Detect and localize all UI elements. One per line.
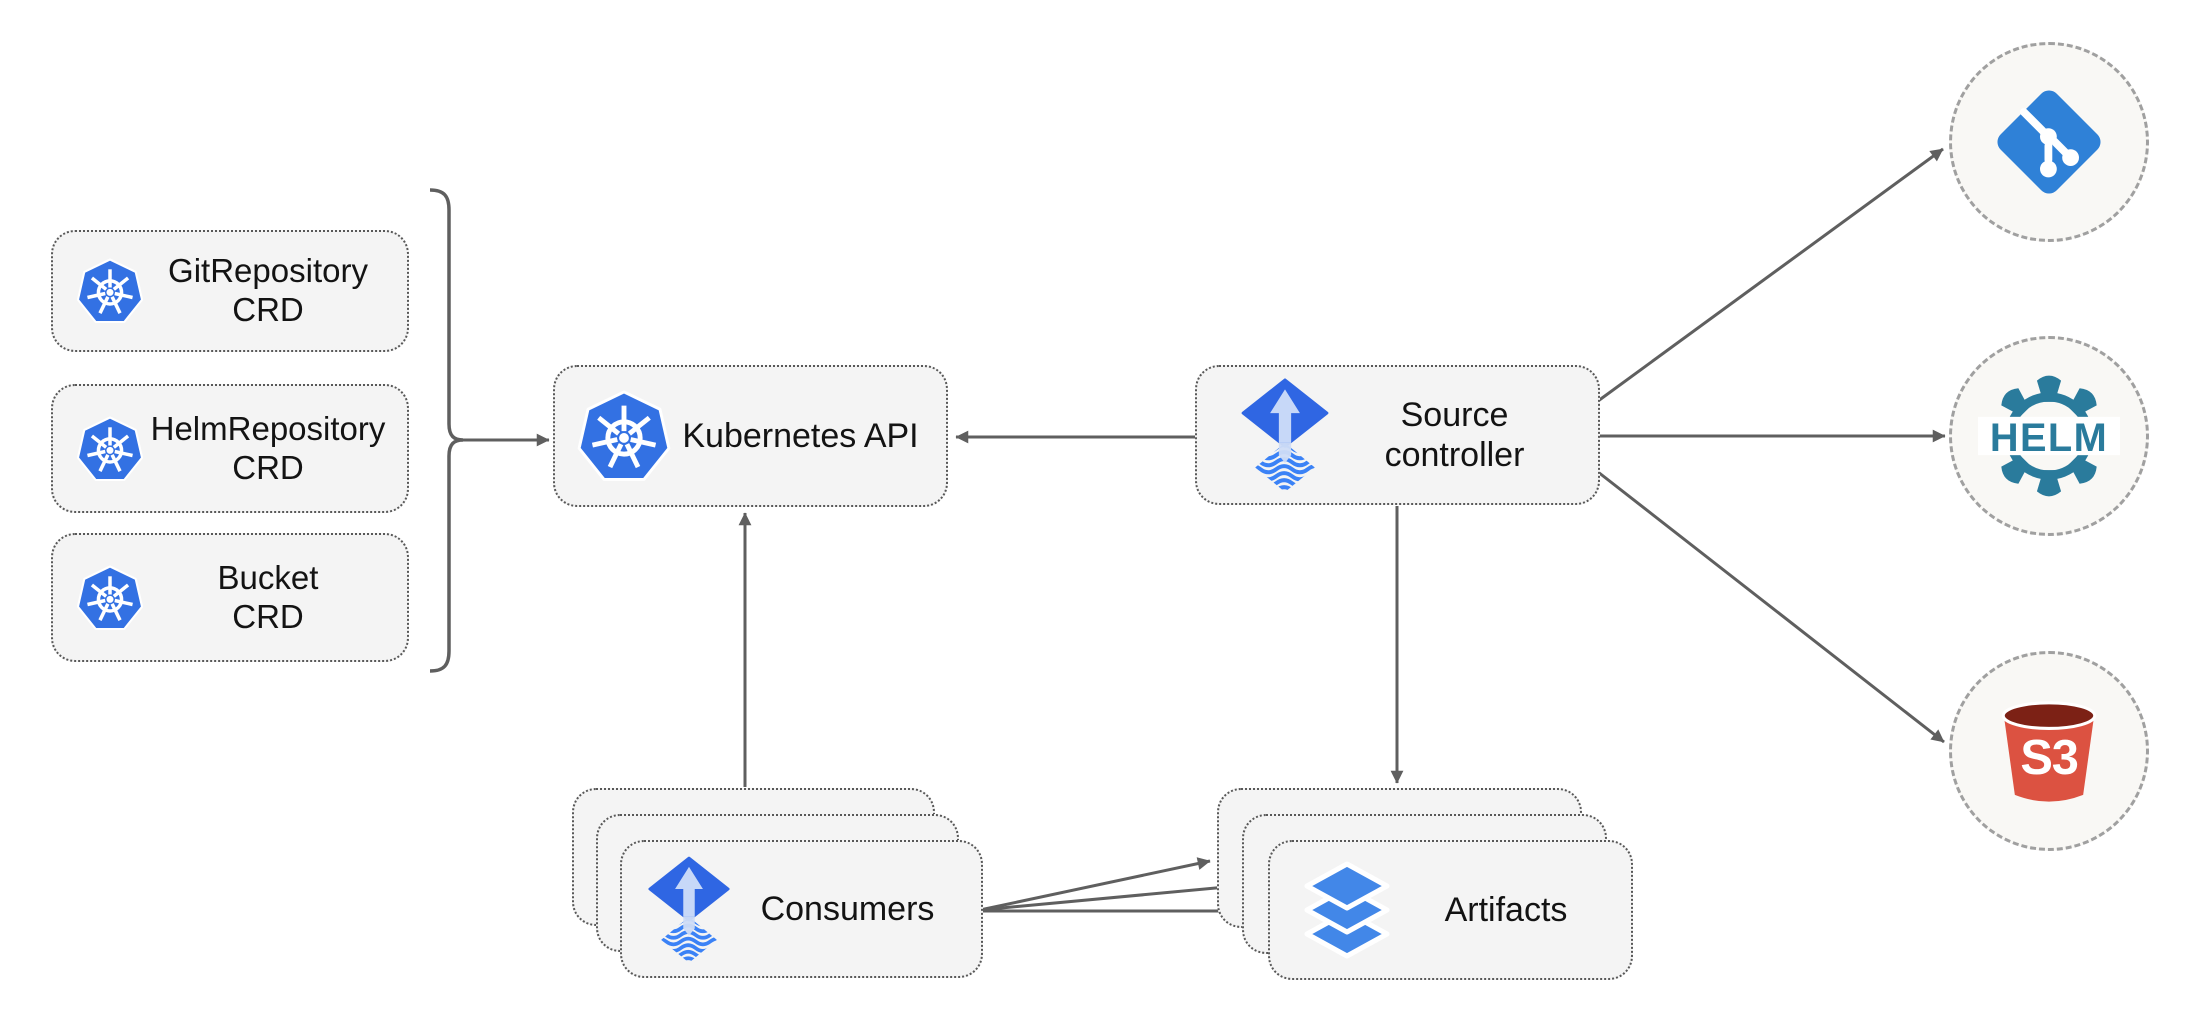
node-git-provider: [1949, 42, 2149, 242]
node-gitrepository-crd: GitRepository CRD: [51, 230, 409, 352]
node-label: GitRepository CRD: [145, 252, 391, 330]
kubernetes-icon: [75, 563, 145, 633]
edge-consumers-to-artifacts-1: [979, 857, 1211, 912]
kubernetes-icon: [75, 256, 145, 326]
flux-icon: [1241, 378, 1329, 492]
label-line: CRD: [232, 291, 304, 328]
edge-source-to-git: [1597, 147, 1944, 403]
kubernetes-icon: [575, 387, 673, 485]
node-helm-provider: HELM: [1949, 336, 2149, 536]
helm-label: HELM: [1990, 416, 2108, 460]
crd-bracket: [429, 188, 464, 673]
s3-label: S3: [2020, 731, 2077, 785]
label-line: controller: [1384, 436, 1525, 474]
edge-source-to-s3: [1597, 470, 1945, 744]
node-label: Bucket CRD: [145, 559, 391, 637]
helm-icon: HELM: [1978, 365, 2120, 507]
edge-consumers-to-artifacts-2: [979, 880, 1238, 912]
node-bucket-crd: Bucket CRD: [51, 533, 409, 662]
label-line: Source: [1400, 395, 1509, 434]
label-line: GitRepository: [168, 252, 368, 290]
label-line: HelmRepository: [150, 409, 386, 447]
node-label: Kubernetes API: [682, 416, 919, 455]
label-line: CRD: [232, 597, 304, 635]
node-label: Artifacts: [1444, 890, 1568, 929]
node-helmrepository-crd: HelmRepository CRD: [51, 384, 409, 513]
node-label: Source controller: [1329, 395, 1580, 475]
node-consumers: Consumers: [620, 840, 983, 978]
s3-bucket-icon: S3: [1988, 690, 2110, 812]
node-label: Consumers: [760, 889, 935, 928]
layers-icon: [1297, 860, 1397, 960]
git-icon: [1989, 82, 2109, 202]
node-source-controller: Source controller: [1195, 365, 1600, 505]
node-label: HelmRepository CRD: [145, 410, 391, 488]
node-s3-provider: S3: [1949, 651, 2149, 851]
flux-icon: [648, 856, 730, 963]
label-line: CRD: [232, 448, 304, 486]
kubernetes-icon: [75, 414, 145, 484]
node-artifacts: Artifacts: [1268, 840, 1633, 980]
node-kubernetes-api: Kubernetes API: [553, 365, 948, 507]
label-line: Bucket: [217, 558, 319, 596]
